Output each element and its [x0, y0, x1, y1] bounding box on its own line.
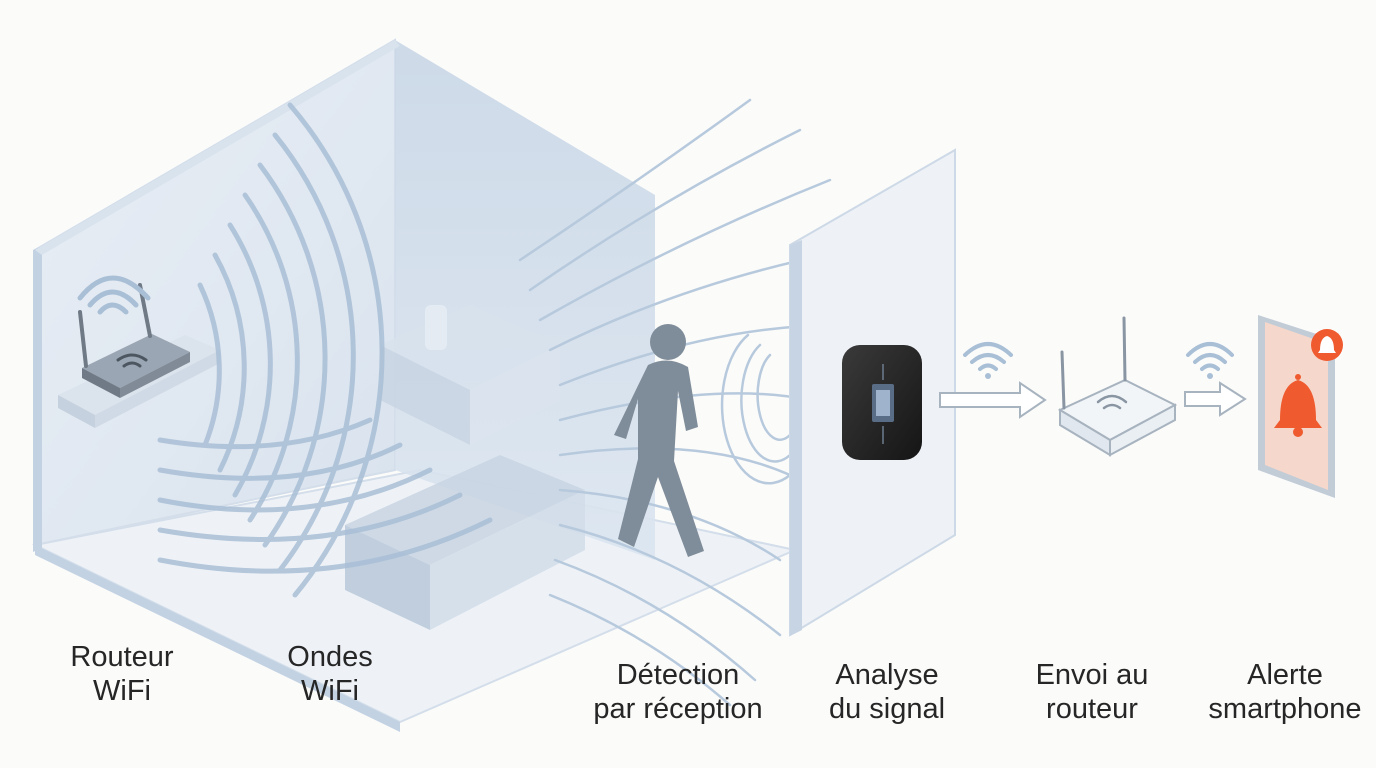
label-send-line2: routeur — [1046, 693, 1138, 725]
room-top-edge — [35, 40, 400, 255]
label-alert-line2: smartphone — [1208, 693, 1362, 725]
wifi-waves — [157, 102, 493, 598]
bell-icon — [1274, 374, 1322, 437]
router-right — [1057, 316, 1178, 457]
router-left — [78, 283, 190, 398]
person-icon — [614, 324, 704, 557]
arrow-icon-1 — [939, 381, 1047, 419]
sofa — [345, 305, 585, 630]
label-waves-line2: WiFi — [301, 675, 359, 707]
reflected-waves — [518, 98, 852, 707]
wifi-icon-middle — [963, 342, 1013, 379]
label-detection: Détection par réception — [593, 658, 762, 726]
label-analysis: Analyse du signal — [829, 658, 945, 726]
label-analysis-line2: du signal — [828, 693, 946, 725]
room-left-edge — [33, 246, 42, 552]
router-right-wifi-icon — [1096, 394, 1128, 410]
label-waves: Ondes WiFi — [287, 640, 372, 708]
label-send: Envoi au routeur — [1036, 658, 1149, 726]
label-alert: Alerte smartphone — [1208, 658, 1361, 726]
router-wifi-icon — [116, 353, 148, 368]
label-waves-line1: Ondes — [287, 641, 373, 673]
label-analysis-line1: Analyse — [835, 659, 939, 691]
room-front-edge — [35, 545, 400, 732]
label-detection-line1: Détection — [616, 659, 740, 691]
arrow-icon-2 — [1184, 381, 1247, 417]
label-alert-line1: Alerte — [1247, 659, 1323, 691]
notification-badge — [1311, 329, 1343, 361]
label-send-line1: Envoi au — [1035, 659, 1149, 691]
label-detection-line2: par réception — [593, 693, 763, 725]
label-router: Routeur WiFi — [70, 640, 173, 708]
label-router-line2: WiFi — [93, 675, 151, 707]
label-router-line1: Routeur — [70, 641, 174, 673]
wifi-icon-right — [1186, 342, 1234, 379]
wifi-icon-left — [77, 275, 151, 315]
sensor-device — [842, 345, 922, 460]
smartphone-icon — [1258, 315, 1343, 498]
